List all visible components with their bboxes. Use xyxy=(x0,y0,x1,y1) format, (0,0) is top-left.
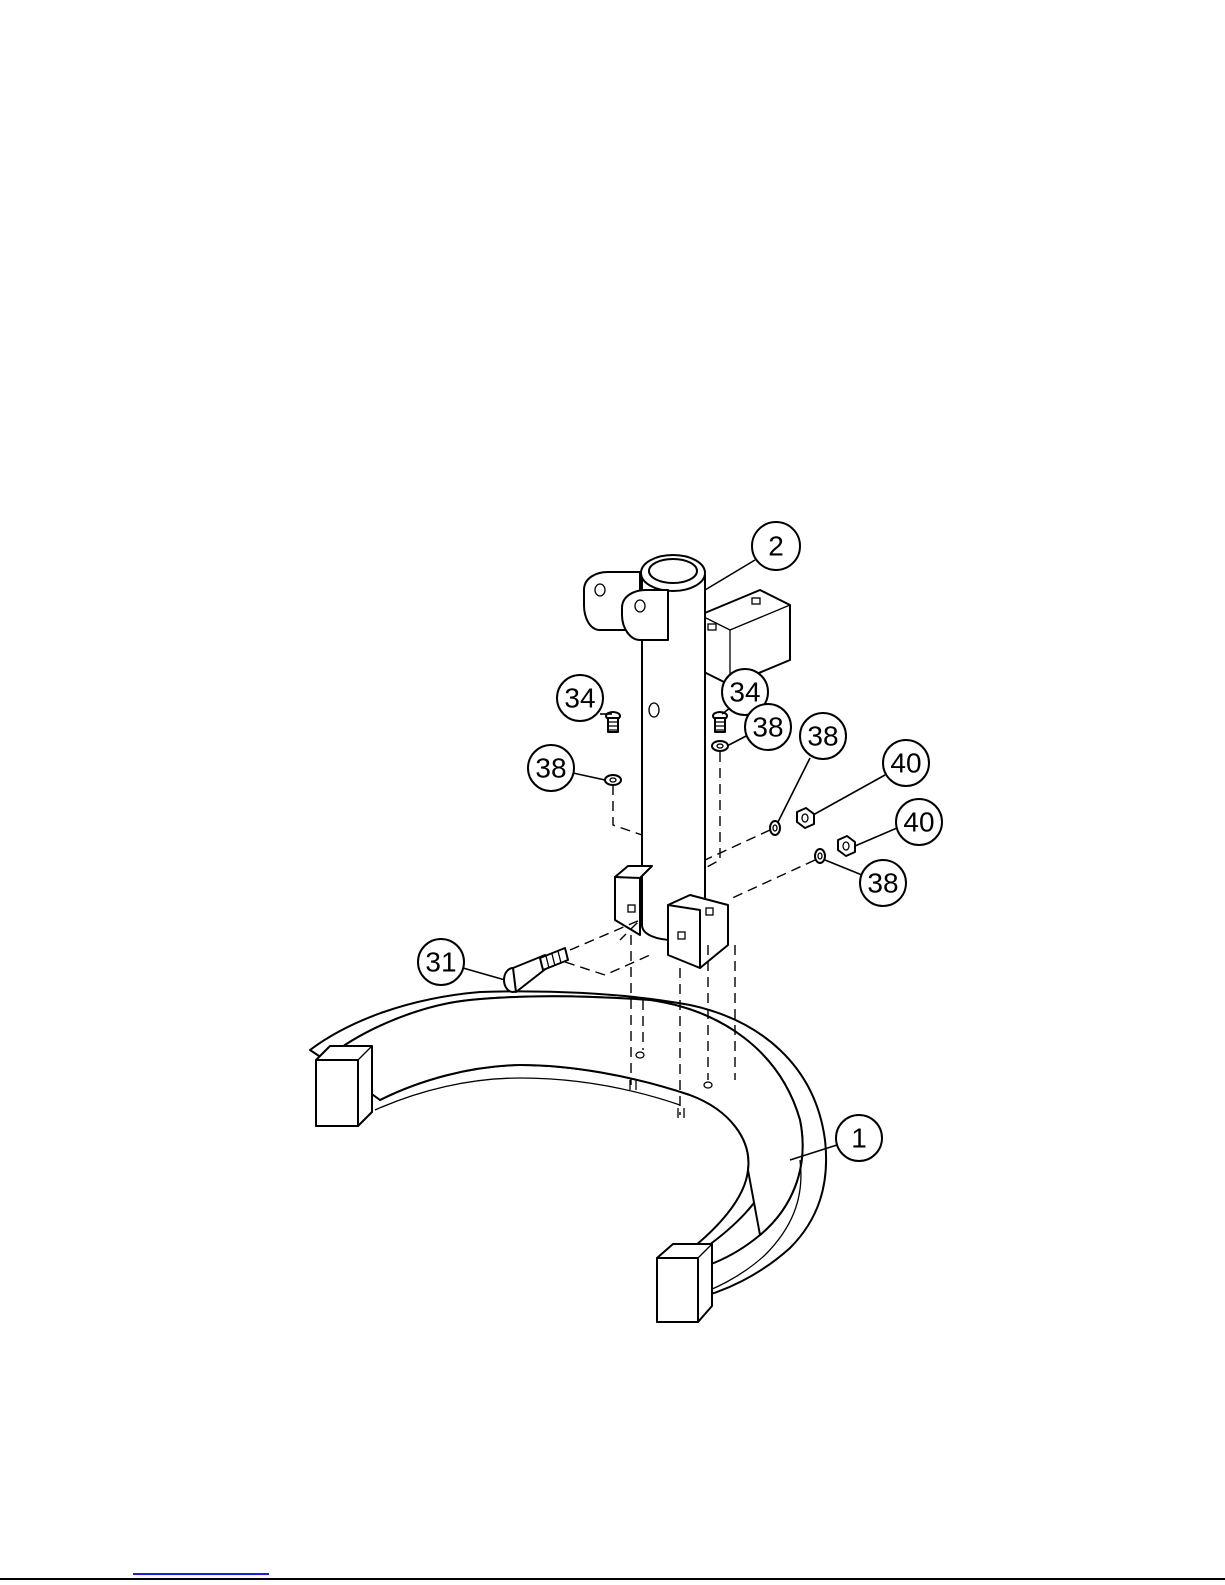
bolt-31 xyxy=(504,948,568,992)
svg-text:40: 40 xyxy=(903,807,934,838)
svg-text:31: 31 xyxy=(425,947,456,978)
svg-text:1: 1 xyxy=(851,1123,867,1154)
svg-text:38: 38 xyxy=(807,721,838,752)
svg-text:34: 34 xyxy=(564,683,595,714)
callout-40-lower: 40 xyxy=(855,799,942,846)
callout-2: 2 xyxy=(705,522,800,590)
svg-text:38: 38 xyxy=(752,712,783,743)
footer-rule xyxy=(0,1578,1225,1580)
svg-text:40: 40 xyxy=(890,748,921,779)
footer-link-underline[interactable] xyxy=(133,1573,269,1575)
base-frame xyxy=(310,991,826,1322)
bolt-34-left xyxy=(606,712,620,732)
svg-text:38: 38 xyxy=(535,753,566,784)
upright-post xyxy=(584,555,790,968)
callout-38-lower: 38 xyxy=(825,860,906,906)
bolt-34-right xyxy=(713,712,727,732)
callout-38-left: 38 xyxy=(528,745,605,791)
callout-31: 31 xyxy=(418,939,505,985)
nut-40-upper xyxy=(797,808,814,828)
washer-38-upper xyxy=(770,821,780,835)
washer-38-right xyxy=(712,741,728,751)
nut-40-lower xyxy=(838,836,855,856)
callout-34-left: 34 xyxy=(557,675,612,721)
svg-text:2: 2 xyxy=(768,531,784,562)
svg-text:38: 38 xyxy=(867,868,898,899)
washer-38-left xyxy=(605,775,621,785)
washer-38-lower xyxy=(815,849,825,863)
svg-text:34: 34 xyxy=(729,677,760,708)
